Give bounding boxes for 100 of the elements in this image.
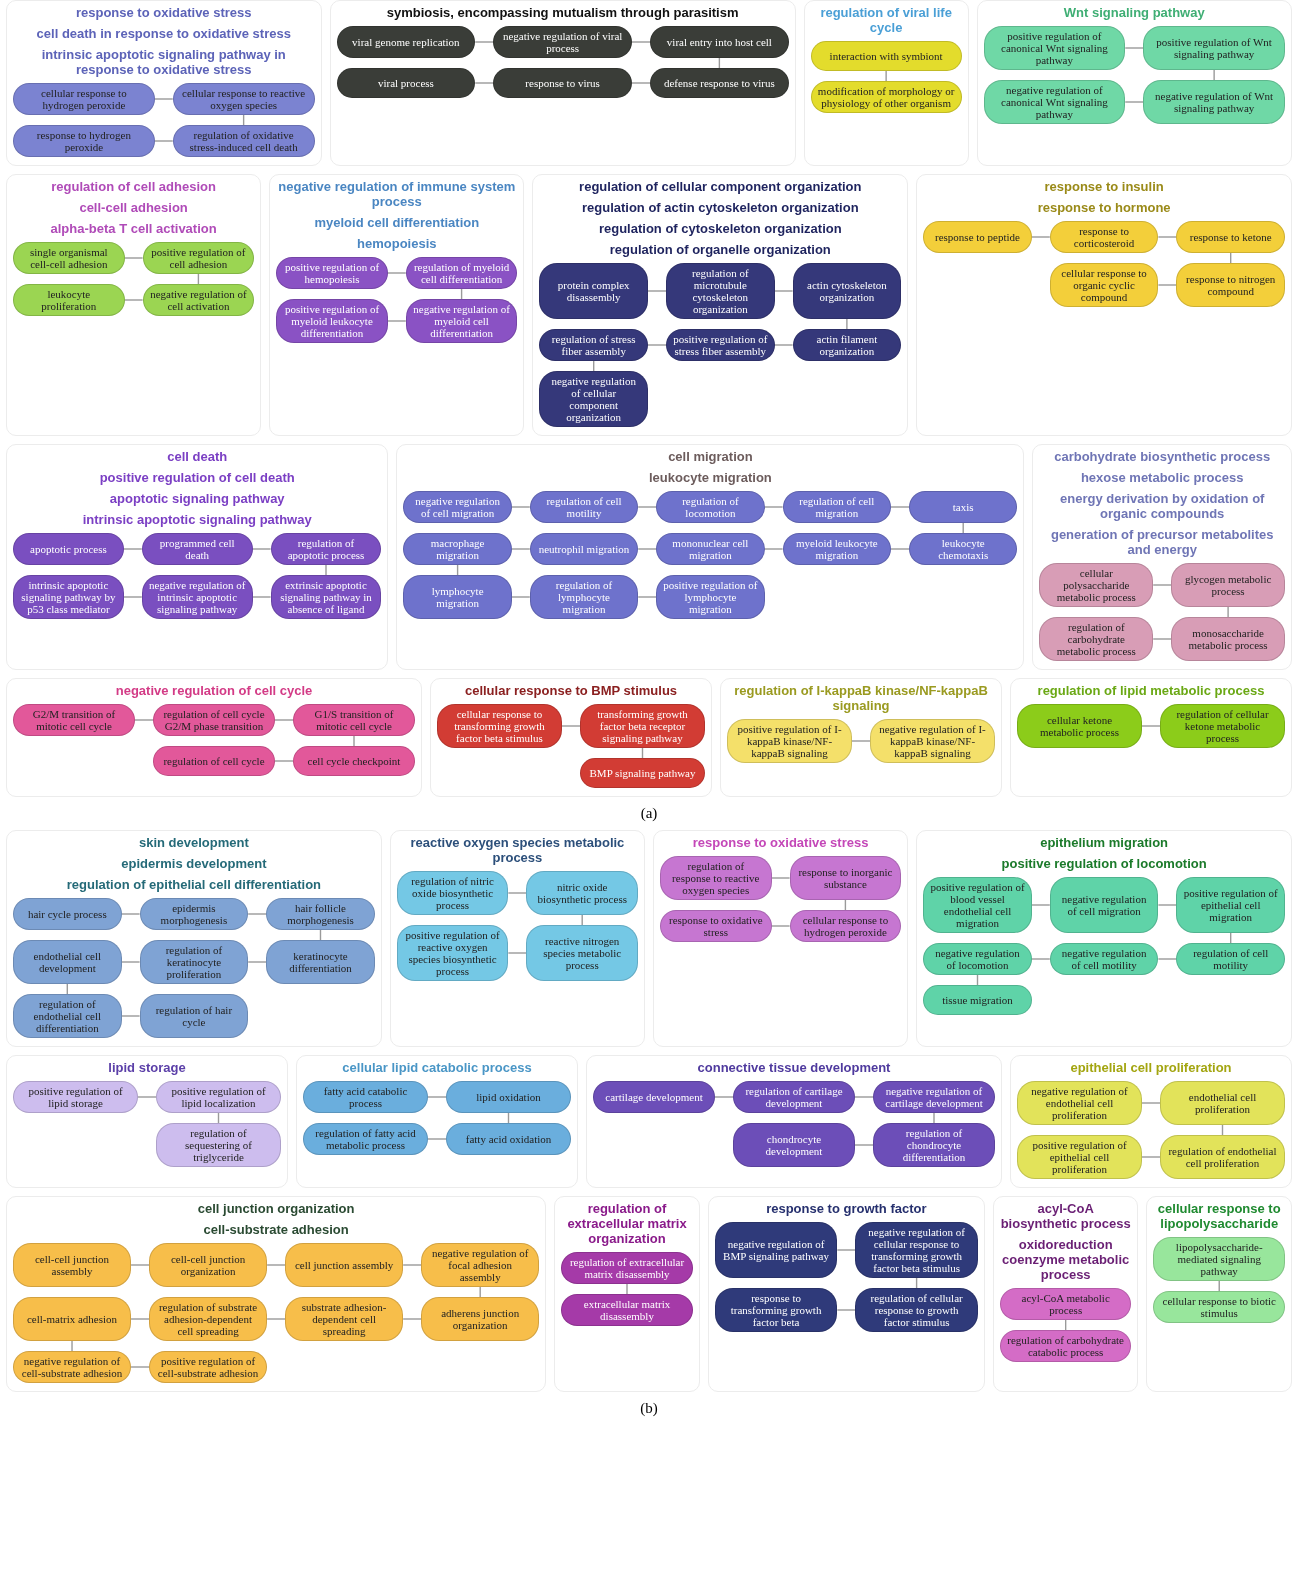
connector-line <box>266 1264 286 1266</box>
cluster-label: response to insulin <box>1043 179 1165 194</box>
term-bubble: negative regulation of BMP signaling pathway <box>714 1222 838 1278</box>
term-bubble: response to peptide <box>923 221 1032 253</box>
term-bubble: negative regulation of canonical Wnt signaling pathway <box>983 80 1126 124</box>
cluster-panel <box>6 830 382 1047</box>
term-bubble: regulation of locomotion <box>656 491 765 523</box>
term-bubble: glycogen metabolic process <box>1171 563 1285 607</box>
term-bubble: epidermis morphogenesis <box>139 898 249 930</box>
cluster-panel <box>992 1196 1139 1392</box>
term-bubble: negative regulation of endothelial cell proliferation <box>1017 1081 1142 1125</box>
connector-line <box>1124 47 1144 49</box>
cluster-panel <box>329 0 796 166</box>
connector-line <box>134 719 154 721</box>
term-bubble: adherens junction organization <box>421 1297 540 1341</box>
connector-line <box>1141 1156 1161 1158</box>
term-bubble: negative regulation of cell migration <box>1049 877 1159 933</box>
term-bubble: cellular response to hydrogen peroxide <box>789 910 902 942</box>
connector-line <box>123 299 144 301</box>
cluster-label: epithelium migration <box>1039 835 1169 850</box>
term-bubble: nitric oxide biosynthetic process <box>526 871 638 915</box>
term-bubble: negative regulation of cellular component organization <box>539 371 648 427</box>
term-bubble: regulation of sequestering of triglyceride <box>156 1123 281 1167</box>
cluster-label: energy derivation by oxidation of organic compounds <box>1059 491 1266 521</box>
term-bubble: regulation of hair cycle <box>139 994 249 1038</box>
connector-line <box>120 913 141 915</box>
term-bubble: positive regulation of myeloid leukocyte differentiation <box>276 299 388 343</box>
connector-line <box>773 344 794 346</box>
term-bubble: positive regulation of I-kappaB kinase/NF-kappaB signaling <box>727 719 852 763</box>
cluster-panel <box>653 830 909 1047</box>
term-bubble: positive regulation of blood vessel endothelial cell migration <box>923 877 1032 933</box>
cluster-panel <box>269 174 525 436</box>
connector-line <box>1152 638 1172 640</box>
connector-line <box>247 961 267 963</box>
connector-line <box>631 41 651 43</box>
cluster-label: regulation of I-kappaB kinase/NF-kappaB signaling <box>733 683 989 713</box>
cluster-panel <box>296 1055 578 1188</box>
cluster-label: response to hormone <box>1036 200 1172 215</box>
connector-line <box>1141 725 1161 727</box>
term-bubble: hair cycle process <box>13 898 122 930</box>
connector-line <box>890 506 910 508</box>
term-bubble: single organismal cell-cell adhesion <box>13 242 125 274</box>
cluster-label: symbiosis, encompassing mutualism through parasitism <box>385 5 740 20</box>
cluster-label: response to growth factor <box>765 1201 928 1216</box>
connector-line <box>137 1096 157 1098</box>
term-bubble: cellular ketone metabolic process <box>1017 704 1142 748</box>
term-bubble: positive regulation of stress fiber assembly <box>666 329 775 361</box>
cluster-label: cellular response to BMP stimulus <box>463 683 679 698</box>
term-bubble: regulation of carbohydrate metabolic process <box>1039 617 1154 661</box>
cluster-panel <box>1146 1196 1292 1392</box>
connector-line <box>1031 236 1051 238</box>
connector-line <box>387 272 407 274</box>
connector-line <box>1157 284 1178 286</box>
cluster-panel <box>916 830 1292 1047</box>
term-bubble: myeloid leukocyte migration <box>782 533 891 565</box>
connector-line <box>123 596 143 598</box>
term-bubble: regulation of lymphocyte migration <box>529 575 639 619</box>
term-bubble: positive regulation of epithelial cell proliferation <box>1017 1135 1142 1179</box>
cluster-panel <box>1010 1055 1292 1188</box>
term-bubble: lipopolysaccharide-mediated signaling pathway <box>1153 1237 1285 1281</box>
connector-line <box>637 596 657 598</box>
term-bubble: negative regulation of I-kappaB kinase/NF-kappaB signaling <box>870 719 995 763</box>
connector-line <box>507 952 528 954</box>
term-bubble: macrophage migration <box>403 533 512 565</box>
cluster-label: negative regulation of immune system process <box>277 179 517 209</box>
term-bubble: chondrocyte development <box>733 1123 855 1167</box>
term-bubble: regulation of response to reactive oxygen species <box>660 856 772 900</box>
term-bubble: mononuclear cell migration <box>656 533 765 565</box>
cluster-label: response to oxidative stress <box>74 5 253 20</box>
connector-line <box>479 1286 481 1298</box>
term-bubble: keratinocyte differentiation <box>266 940 375 984</box>
term-bubble: cell-cell junction assembly <box>13 1243 132 1287</box>
term-bubble: leukocyte proliferation <box>13 284 125 316</box>
term-bubble: negative regulation of cell motility <box>1049 943 1159 975</box>
cluster-label: positive regulation of locomotion <box>1000 856 1208 871</box>
term-bubble: regulation of cartilage development <box>733 1081 855 1113</box>
term-bubble: regulation of substrate adhesion-dependent cell spreading <box>149 1297 268 1341</box>
cluster-label: alpha-beta T cell activation <box>49 221 218 236</box>
cluster-label: regulation of lipid metabolic process <box>1036 683 1266 698</box>
cluster-panel <box>586 1055 1002 1188</box>
connector-line <box>511 548 531 550</box>
term-bubble: response to hydrogen peroxide <box>13 125 155 157</box>
connector-line <box>1157 958 1178 960</box>
cluster-panel <box>389 830 645 1047</box>
term-bubble: endothelial cell development <box>13 940 122 984</box>
connector-line <box>511 596 531 598</box>
cluster-label: oxidoreduction coenzyme metabolic process <box>1001 1237 1131 1282</box>
connector-line <box>251 596 272 598</box>
term-bubble: response to virus <box>493 68 632 98</box>
cluster-label: generation of precursor metabolites and energy <box>1049 527 1275 557</box>
term-bubble: regulation of chondrocyte differentiation <box>873 1123 995 1167</box>
term-bubble: extracellular matrix disassembly <box>561 1294 693 1326</box>
term-bubble: cellular response to biotic stimulus <box>1153 1291 1285 1323</box>
term-bubble: positive regulation of canonical Wnt signaling pathway <box>983 26 1126 70</box>
cluster-label: regulation of actin cytoskeleton organization <box>580 200 860 215</box>
connector-line <box>637 506 657 508</box>
cluster-panel <box>1032 444 1292 670</box>
cluster-label: regulation of epithelial cell differentiation <box>65 877 322 892</box>
cluster-label: cell migration <box>667 449 754 464</box>
connector-line <box>854 1144 874 1146</box>
